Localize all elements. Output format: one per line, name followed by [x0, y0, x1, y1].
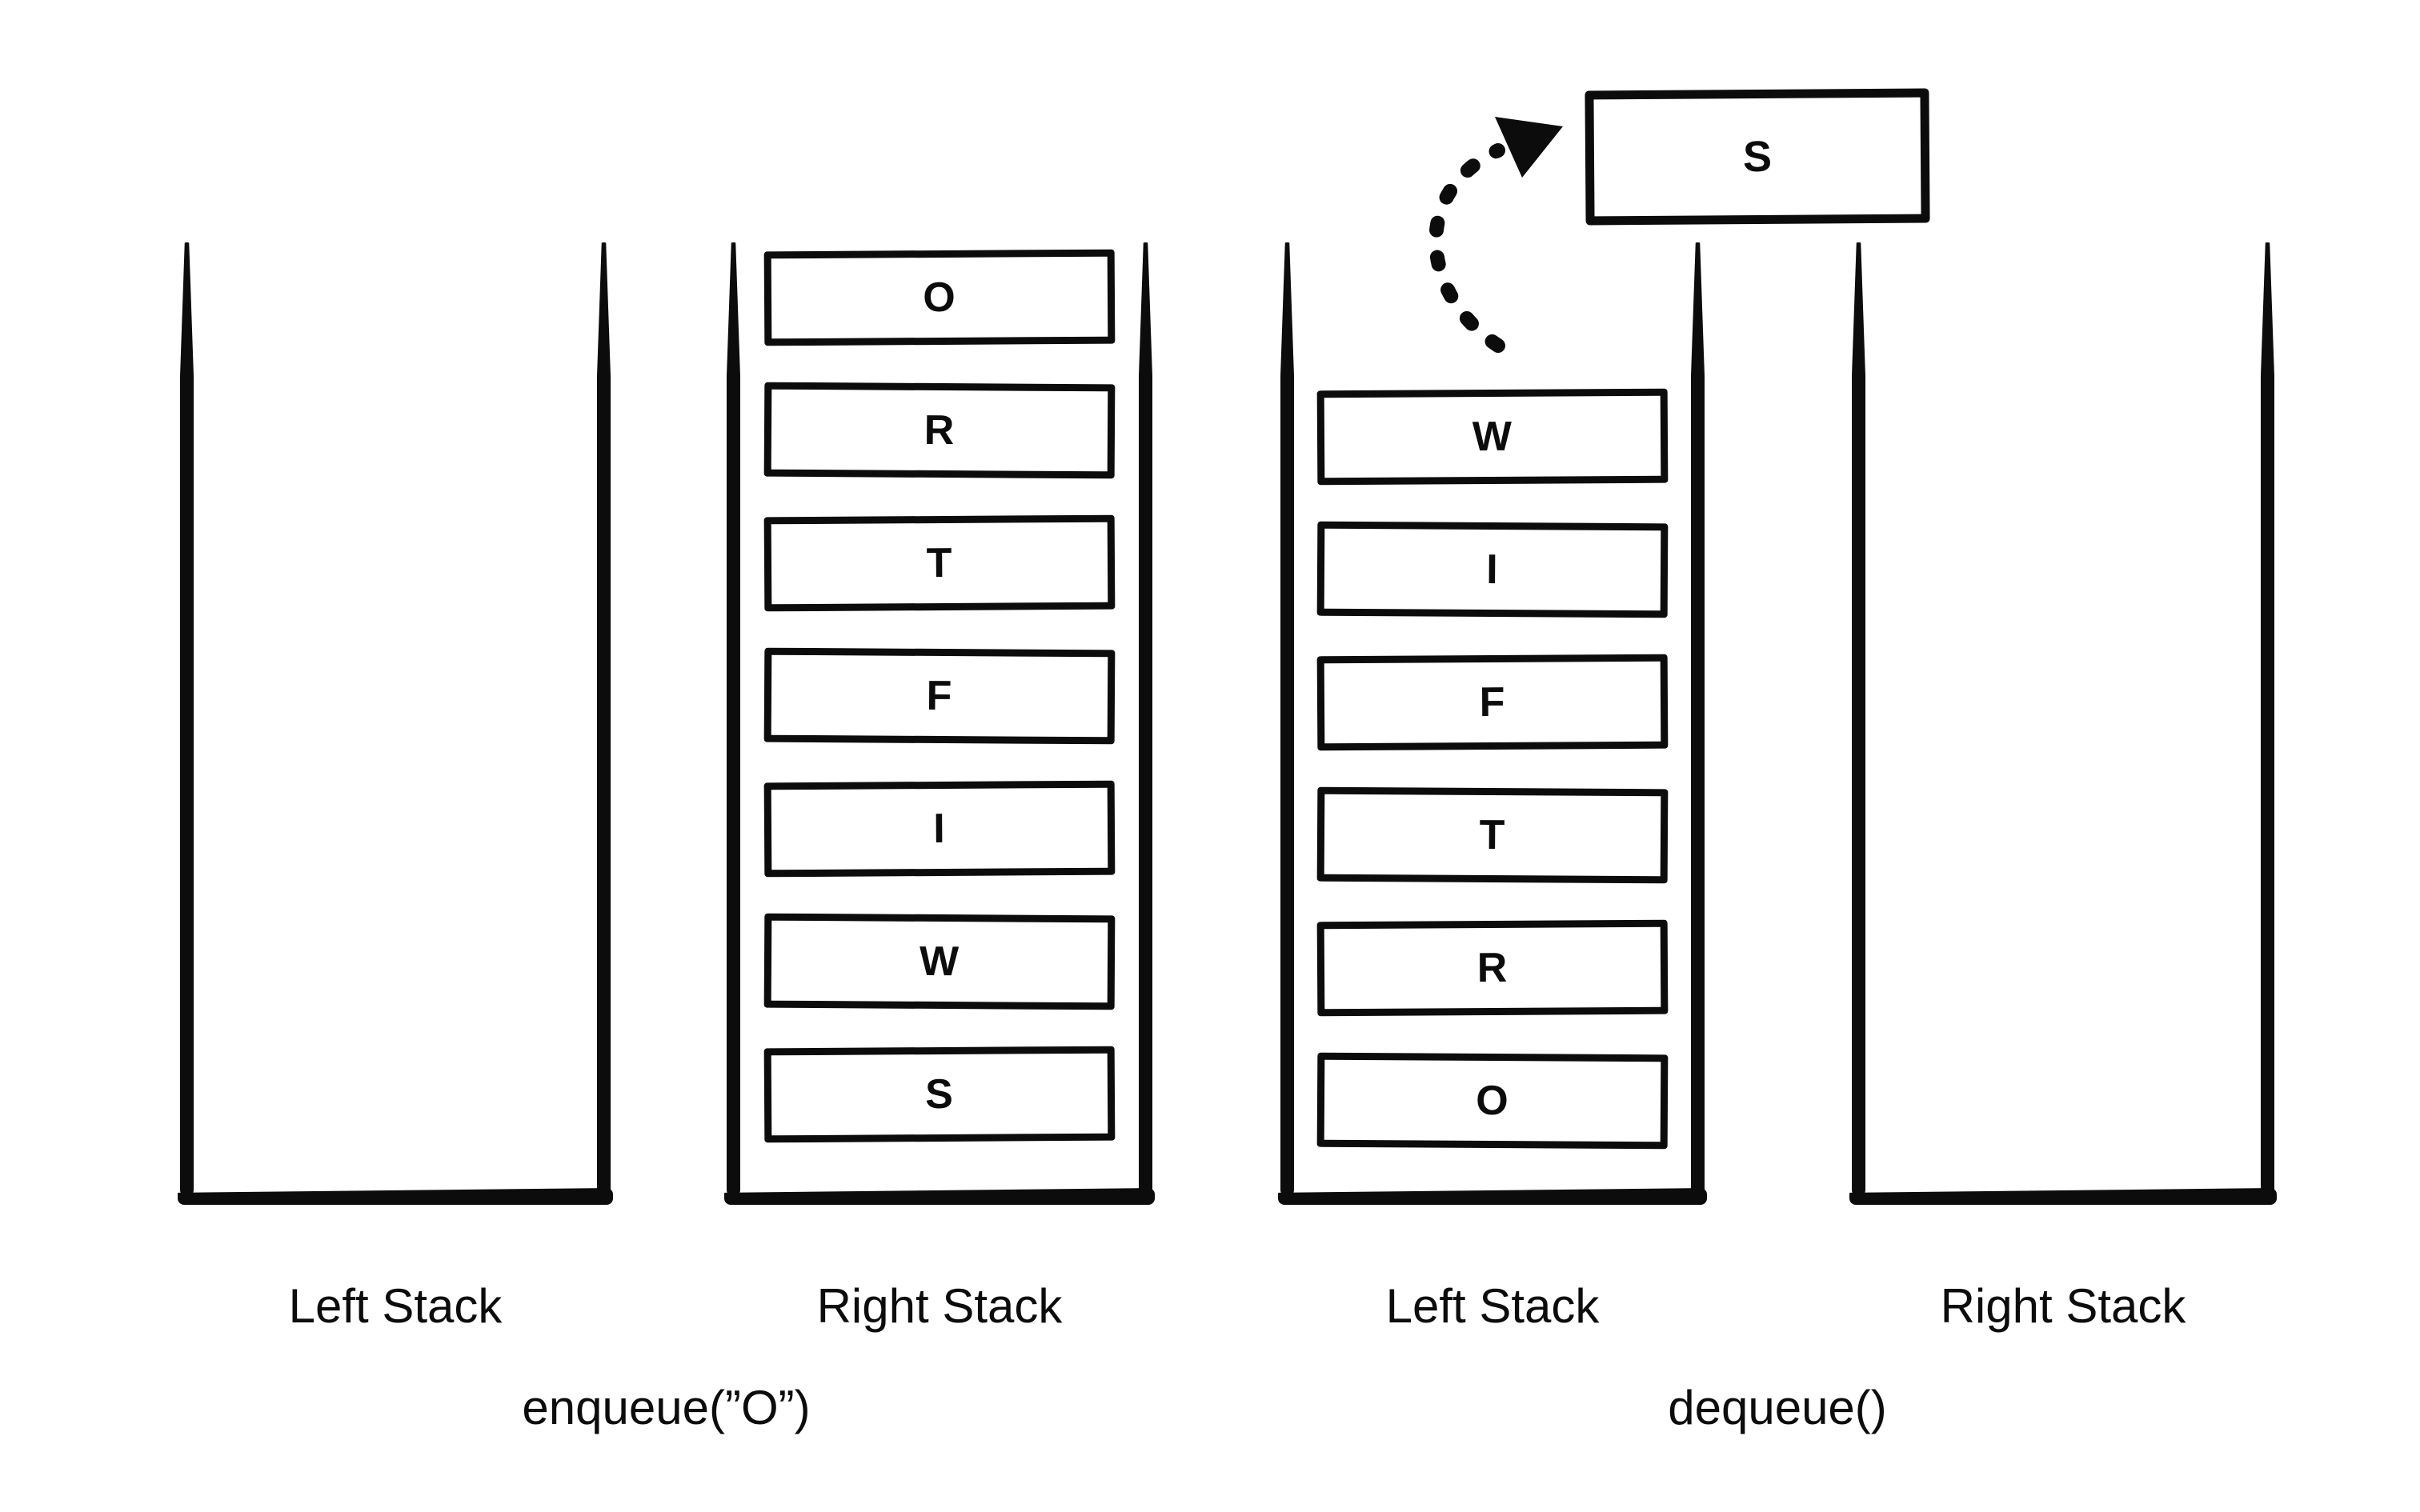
stack-item-box: I	[1316, 521, 1669, 618]
stack-base	[1849, 1188, 2277, 1205]
stack-wall	[727, 242, 740, 1197]
stack-label: Left Stack	[1385, 1279, 1600, 1333]
stack-wall	[1280, 242, 1294, 1197]
stack-items: O R T F I W S	[727, 242, 1152, 1188]
stack-base	[724, 1188, 1155, 1205]
stack-item-box: O	[763, 249, 1116, 346]
stack-wall	[1691, 242, 1705, 1197]
panel2-right-stack	[1849, 242, 2277, 1205]
stack-item-box: R	[763, 382, 1116, 479]
stack-items: W I F T R O	[1280, 242, 1705, 1188]
stack-label: Right Stack	[816, 1279, 1063, 1333]
stack-base	[178, 1188, 613, 1205]
stack-item-box: T	[1316, 786, 1669, 884]
stack-item-box: T	[763, 514, 1116, 612]
dequeue-operation-caption: dequeue()	[1668, 1381, 1887, 1434]
stack-wall	[180, 242, 194, 1197]
stack-base	[1278, 1188, 1707, 1205]
stack-item-box: O	[1316, 1052, 1669, 1150]
stack-label: Left Stack	[288, 1279, 503, 1333]
panel2-left-stack: W I F T R O	[1278, 242, 1707, 1205]
stack-item-box: W	[1316, 388, 1669, 486]
stack-wall	[1852, 242, 1865, 1197]
panel1-right-stack: O R T F I W S	[724, 242, 1155, 1205]
stack-item-box: S	[763, 1046, 1116, 1143]
stack-wall	[2261, 242, 2274, 1197]
stack-item-box: F	[763, 647, 1116, 745]
stack-wall	[597, 242, 611, 1197]
popped-item-box: S	[1585, 88, 1930, 226]
stack-item-box: I	[763, 780, 1116, 878]
stack-item-box: R	[1316, 919, 1669, 1017]
enqueue-operation-caption: enqueue(”O”)	[522, 1381, 811, 1434]
stack-item-box: F	[1316, 654, 1669, 751]
stack-wall	[1139, 242, 1152, 1197]
stack-item-box: W	[763, 913, 1116, 1010]
stack-label: Right Stack	[1940, 1279, 2186, 1333]
panel1-left-stack	[178, 242, 613, 1205]
